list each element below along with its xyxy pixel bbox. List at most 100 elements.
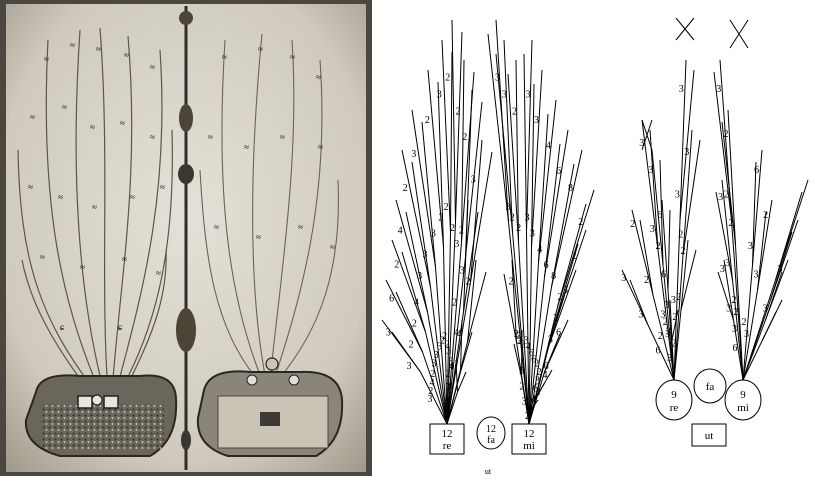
tree-b-circle-mi-syl: mi	[737, 402, 749, 414]
branch-number: 2	[731, 295, 736, 306]
branch-number: 3	[526, 90, 531, 101]
branch-number: 4	[449, 362, 454, 373]
manuscript-photo-icon: ≈≈≈ ≈≈≈ ≈≈≈ ≈≈≈ ≈≈≈ ≈≈≈ ≈ɕɕ ≈≈≈ ≈≈≈ ≈≈≈ …	[0, 0, 372, 476]
branch-number: 2	[510, 212, 515, 223]
branch-number: 4	[398, 226, 403, 237]
tree-a-circle-syl: fa	[487, 435, 495, 446]
branch-number: 3	[417, 271, 422, 282]
branch-number: 2	[409, 340, 414, 351]
branch-number: 3	[639, 138, 644, 149]
branch-number: 3	[675, 190, 680, 201]
branch-number: 3	[666, 326, 671, 337]
branch-number: 3	[530, 228, 535, 239]
tree-b-box-label: ut	[705, 430, 714, 442]
branch-number: 8	[551, 271, 556, 282]
branch-number: 3	[443, 403, 448, 414]
branch-number: 2	[553, 313, 558, 324]
branch-number: 3	[679, 84, 684, 95]
branch-number: 3	[744, 329, 749, 340]
branch-number: 3	[506, 202, 511, 213]
tree-a-bottom-label: ut	[485, 467, 492, 476]
branch-line	[554, 230, 587, 327]
branch-number: 6	[732, 343, 737, 354]
branch-number: 3	[684, 147, 689, 158]
branch-line	[524, 54, 527, 232]
tree-a-circle-num: 12	[486, 424, 496, 435]
branch-number: 3	[534, 115, 539, 126]
branch-number: 3	[495, 73, 500, 84]
branch-number: 4	[543, 370, 548, 381]
branch-number: 6	[556, 166, 561, 177]
branch-number: 3	[522, 396, 527, 407]
branch-number: 3	[667, 353, 672, 364]
svg-text:≈: ≈	[316, 72, 321, 82]
branch-number: 4	[546, 141, 551, 152]
branch-number: 2	[444, 202, 449, 213]
svg-text:≈: ≈	[130, 192, 135, 202]
branch-number: 3	[725, 258, 730, 269]
branch-line	[527, 40, 533, 232]
branch-number: 2	[644, 275, 649, 286]
branch-number: 2	[578, 217, 583, 228]
svg-text:≈: ≈	[156, 268, 161, 278]
svg-text:≈: ≈	[58, 192, 63, 202]
svg-text:ɕ: ɕ	[60, 322, 64, 332]
branch-number: 2	[676, 292, 681, 303]
tree-a-box-re-num: 12	[442, 428, 453, 440]
svg-text:≈: ≈	[92, 202, 97, 212]
branch-number: 3	[407, 361, 412, 372]
branch-number: 2	[462, 132, 467, 143]
svg-text:≈: ≈	[122, 254, 127, 264]
tree-b-svg: 3333222223366633333222223333222223333366…	[612, 0, 815, 476]
branch-number: 2	[425, 115, 430, 126]
branch-number: 3	[411, 149, 416, 160]
svg-text:≈: ≈	[298, 222, 303, 232]
branch-line	[545, 130, 569, 277]
svg-text:≈: ≈	[40, 252, 45, 262]
svg-text:≈: ≈	[124, 50, 129, 60]
branch-line	[456, 32, 463, 222]
tree-diagram-a: 3336222244422333332333222222222333332222…	[372, 0, 612, 476]
branch-number: 3	[431, 228, 436, 239]
svg-text:≈: ≈	[258, 44, 263, 54]
branch-number: 2	[763, 210, 768, 221]
branch-number: 2	[671, 338, 676, 349]
svg-text:≈: ≈	[150, 132, 155, 142]
branch-number: 2	[519, 382, 524, 393]
svg-text:≈: ≈	[70, 40, 75, 50]
tree-a-box-mi-num: 12	[524, 428, 535, 440]
branch-number: 3	[519, 366, 524, 377]
branch-line	[452, 20, 456, 222]
svg-text:≈: ≈	[30, 112, 35, 122]
branch-number: 3	[446, 346, 451, 357]
branch-number: 3	[437, 90, 442, 101]
tree-b-circle-mi-num: 9	[740, 389, 746, 401]
svg-text:≈: ≈	[62, 102, 67, 112]
tree-a-svg: 3336222244422333332333222222222333332222…	[372, 0, 612, 476]
manuscript-image: ≈≈≈ ≈≈≈ ≈≈≈ ≈≈≈ ≈≈≈ ≈≈≈ ≈ɕɕ ≈≈≈ ≈≈≈ ≈≈≈ …	[0, 0, 372, 476]
branch-number: 3	[778, 264, 783, 275]
branch-number: 3	[446, 382, 451, 393]
svg-text:≈: ≈	[222, 52, 227, 62]
branch-number: 3	[718, 192, 723, 203]
branch-line	[461, 332, 473, 372]
branch-number: 3	[621, 273, 626, 284]
branch-number: 2	[655, 241, 660, 252]
branch-line	[758, 212, 767, 290]
branch-number: 6	[657, 210, 662, 221]
tree-a-box-mi-syl: mi	[523, 440, 535, 452]
branch-number: 2	[459, 226, 464, 237]
branch-number: 2	[681, 246, 686, 257]
branch-number: 3	[638, 309, 643, 320]
branch-number: 4	[414, 297, 419, 308]
branch-number: 3	[664, 300, 669, 311]
branch-number: 2	[557, 292, 562, 303]
svg-text:≈: ≈	[208, 132, 213, 142]
tree-a-box-re-syl: re	[443, 440, 452, 452]
svg-text:≈: ≈	[290, 52, 295, 62]
branch-number: 3	[716, 84, 721, 95]
branch-number: 3	[525, 212, 530, 223]
branch-number: 2	[658, 331, 663, 342]
branch-number: 6	[389, 294, 394, 305]
